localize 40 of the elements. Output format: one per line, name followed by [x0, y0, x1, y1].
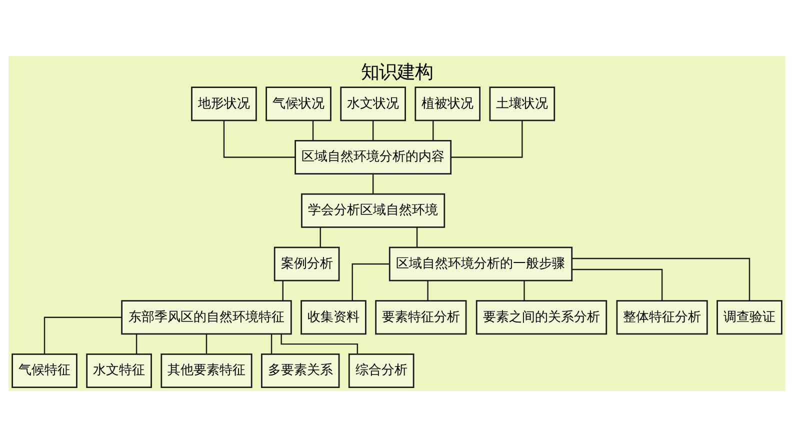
node-box: 气候特征 [12, 354, 78, 388]
connector [282, 280, 284, 301]
node-box: 整体特征分析 [616, 300, 708, 335]
connector [320, 227, 321, 248]
connector [572, 258, 750, 301]
node-box: 气候状况 [266, 86, 332, 122]
connector [223, 120, 296, 158]
connector [372, 174, 374, 194]
node-box: 地形状况 [191, 86, 257, 122]
connector [451, 120, 523, 158]
node-box: 水文状况 [340, 86, 406, 122]
node-box: 调查验证 [716, 300, 782, 335]
connector [280, 334, 358, 354]
connector [312, 120, 314, 140]
node-box: 植被状况 [414, 86, 481, 122]
connector [136, 334, 138, 354]
connector [524, 280, 525, 301]
node-box: 区域自然环境分析的一般步骤 [388, 246, 573, 282]
node-box: 土壤状况 [489, 86, 556, 122]
diagram-title: 知识建构 [361, 62, 433, 84]
connector [572, 268, 663, 301]
node-box: 收集资料 [300, 300, 366, 335]
node-box: 东部季风区的自然环境特征 [121, 300, 292, 335]
node-box: 案例分析 [274, 246, 340, 282]
node-box: 学会分析区域自然环境 [301, 193, 446, 228]
node-box: 其他要素特征 [160, 354, 252, 388]
connector [206, 334, 208, 354]
connector [270, 334, 272, 354]
connector [372, 120, 374, 140]
connector [44, 316, 122, 354]
connector [432, 120, 434, 140]
connector [352, 263, 390, 301]
node-box: 区域自然环境分析的内容 [294, 140, 452, 174]
node-box: 综合分析 [348, 354, 414, 388]
node-box: 多要素关系 [261, 354, 340, 388]
node-box: 要素特征分析 [375, 300, 467, 335]
node-box: 水文特征 [86, 354, 152, 388]
connector [427, 280, 428, 301]
node-box: 要素之间的关系分析 [476, 300, 608, 335]
connector [416, 227, 418, 248]
